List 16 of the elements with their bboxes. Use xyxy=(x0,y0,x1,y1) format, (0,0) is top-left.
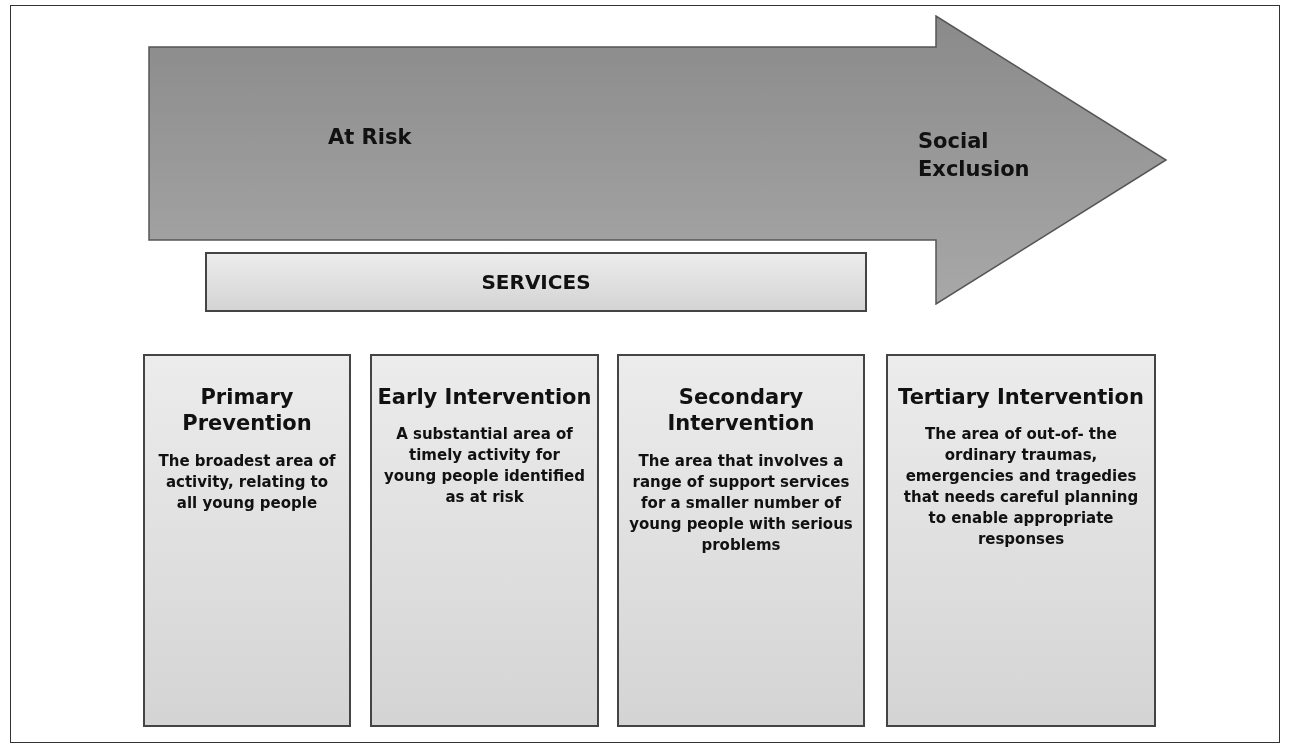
card-description: The area of out-of- the ordinary traumas, emergencies and tragedies that needs careful planning to enable appropriate responses xyxy=(902,424,1140,551)
service-card xyxy=(886,354,1156,727)
card-description: A substantial area of timely activity for young people identified as at risk xyxy=(383,424,586,509)
card-heading: Early Intervention xyxy=(376,384,593,411)
service-card xyxy=(370,354,599,727)
arrow-shape xyxy=(148,15,1168,305)
card-heading: Tertiary Intervention xyxy=(897,384,1145,411)
arrow-label: Social Exclusion xyxy=(918,128,1031,184)
services-banner: SERVICES xyxy=(205,252,867,312)
service-card xyxy=(617,354,865,727)
arrow-label: At Risk xyxy=(328,124,412,151)
card-description: The broadest area of activity, relating to all young people xyxy=(157,450,337,514)
card-description: The area that involves a range of support services for a smaller number of young people with serious problems xyxy=(629,450,853,556)
card-heading: Secondary Intervention xyxy=(666,384,816,437)
card-heading: Primary Prevention xyxy=(181,384,313,437)
service-card xyxy=(143,354,351,727)
